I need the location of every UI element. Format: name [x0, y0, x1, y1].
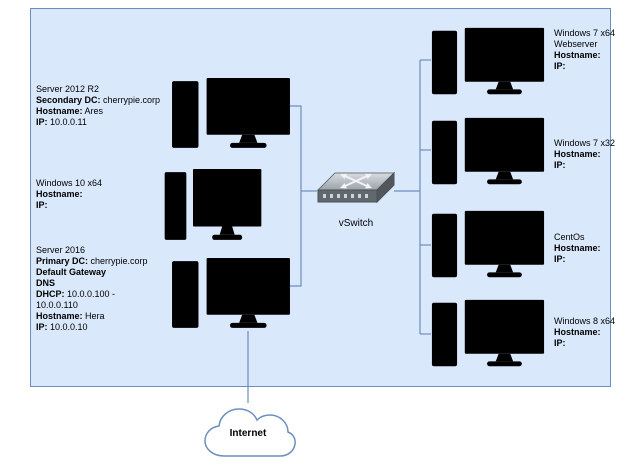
label-line: IP:	[36, 200, 186, 211]
workstation-icon-centos	[430, 209, 546, 282]
label-line: Server 2016	[36, 245, 186, 256]
label-key: IP:	[36, 322, 48, 332]
label-value: Ares	[82, 106, 104, 116]
label-value: 10.0.0.11	[47, 117, 87, 127]
label-value: Webserver	[554, 39, 598, 49]
label-line: DNS	[36, 278, 186, 289]
label-value: 10.0.0.10	[47, 322, 88, 332]
label-server-2016: Server 2016 Primary DC: cherrypie.corp D…	[36, 245, 186, 333]
label-key: DNS	[36, 278, 56, 288]
label-value: 10.0.0.100 -	[64, 289, 116, 299]
label-value: cherrypie.corp	[88, 256, 148, 266]
label-line: Hostname:	[36, 189, 186, 200]
label-key: Hostname:	[36, 106, 83, 116]
label-value: Windows 8 x64	[554, 316, 616, 326]
workstation-icon-server-2012-r2	[170, 76, 292, 153]
label-key: IP:	[554, 61, 566, 71]
label-line: CentOs	[554, 232, 634, 243]
label-key: Hostname:	[554, 243, 601, 253]
label-key: Hostname:	[36, 311, 83, 321]
label-value: Windows 10 x64	[36, 178, 103, 188]
label-key: Hostname:	[554, 327, 601, 337]
label-key: DHCP:	[36, 289, 65, 299]
label-key: Primary DC:	[36, 256, 89, 266]
label-line: Windows 7 x64	[554, 28, 634, 39]
vswitch-icon	[317, 171, 395, 204]
label-line: Windows 7 x32	[554, 138, 634, 149]
label-windows-8-x64: Windows 8 x64 Hostname: IP:	[554, 316, 634, 349]
label-key: Hostname:	[36, 189, 83, 199]
label-key: IP:	[36, 200, 48, 210]
label-value: 10.0.0.110	[36, 300, 78, 310]
label-key: Hostname:	[554, 149, 601, 159]
label-line: Server 2012 R2	[36, 84, 186, 95]
label-key: IP:	[554, 254, 566, 264]
label-line: IP: 10.0.0.10	[36, 322, 186, 333]
cloud-icon	[204, 408, 296, 457]
label-key: IP:	[554, 338, 566, 348]
label-windows-7-x64-webserver: Windows 7 x64 Webserver Hostname: IP:	[554, 28, 634, 72]
label-windows-7-x32: Windows 7 x32 Hostname: IP:	[554, 138, 634, 171]
workstation-icon-windows-7-x64	[430, 26, 546, 99]
label-line: IP:	[554, 61, 634, 72]
label-line: Primary DC: cherrypie.corp	[36, 256, 186, 267]
label-line: IP:	[554, 160, 634, 171]
label-value: Server 2012 R2	[36, 84, 100, 94]
label-line: Hostname:	[554, 243, 634, 254]
label-line: Hostname: Hera	[36, 311, 186, 322]
label-line: IP:	[554, 338, 634, 349]
label-line: IP:	[554, 254, 634, 265]
label-server-2012-r2: Server 2012 R2 Secondary DC: cherrypie.c…	[36, 84, 186, 128]
label-value: CentOs	[554, 232, 585, 242]
internet-cloud: Internet	[200, 402, 296, 464]
label-line: Hostname:	[554, 50, 634, 61]
label-line: Hostname:	[554, 149, 634, 160]
label-line: 10.0.0.110	[36, 300, 186, 311]
label-key: Secondary DC:	[36, 95, 101, 105]
label-value: Server 2016	[36, 245, 86, 255]
label-key: Hostname:	[554, 50, 601, 60]
label-line: Windows 10 x64	[36, 178, 186, 189]
label-key: IP:	[554, 160, 566, 170]
workstation-icon-windows-8-x64	[430, 298, 546, 371]
label-centos: CentOs Hostname: IP:	[554, 232, 634, 265]
vswitch-label: vSwitch	[338, 218, 374, 229]
label-windows-10-x64: Windows 10 x64 Hostname: IP:	[36, 178, 186, 211]
label-value: Windows 7 x32	[554, 138, 616, 148]
label-key: Default Gateway	[36, 267, 107, 277]
label-line: DHCP: 10.0.0.100 -	[36, 289, 186, 300]
label-line: Hostname:	[554, 327, 634, 338]
label-line: Secondary DC: cherrypie.corp	[36, 95, 186, 106]
label-line: Windows 8 x64	[554, 316, 634, 327]
label-line: Hostname: Ares	[36, 106, 186, 117]
label-line: IP: 10.0.0.11	[36, 117, 186, 128]
label-line: Default Gateway	[36, 267, 186, 278]
wire-left-trunk	[290, 105, 302, 287]
workstation-icon-server-2016	[170, 256, 292, 333]
internet-label: Internet	[229, 428, 267, 439]
label-line: Webserver	[554, 39, 634, 50]
label-value: Windows 7 x64	[554, 28, 616, 38]
workstation-icon-windows-7-x32	[430, 116, 546, 189]
label-value: Hera	[82, 311, 105, 321]
label-value: cherrypie.corp	[100, 95, 161, 105]
label-key: IP:	[36, 117, 48, 127]
